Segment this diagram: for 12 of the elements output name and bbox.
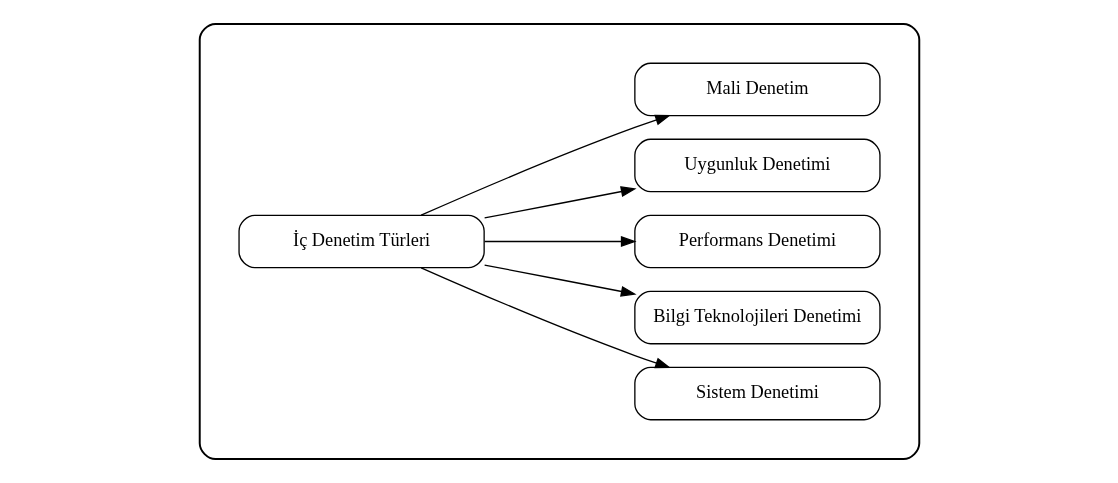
arrow (420, 114, 671, 216)
node-box: Performans Denetimi (633, 214, 881, 269)
arrow (483, 264, 637, 297)
node-box: Mali Denetim (633, 62, 881, 117)
node-box: Uygunluk Denetimi (633, 138, 881, 193)
node-box: Sistem Denetimi (633, 366, 881, 421)
arrow (483, 236, 637, 247)
node-box: Bilgi Teknolojileri Denetimi (633, 290, 881, 345)
cluster (198, 22, 920, 461)
arrow (483, 186, 637, 219)
arrow (420, 267, 671, 369)
node-box: İç Denetim Türleri (237, 214, 485, 269)
